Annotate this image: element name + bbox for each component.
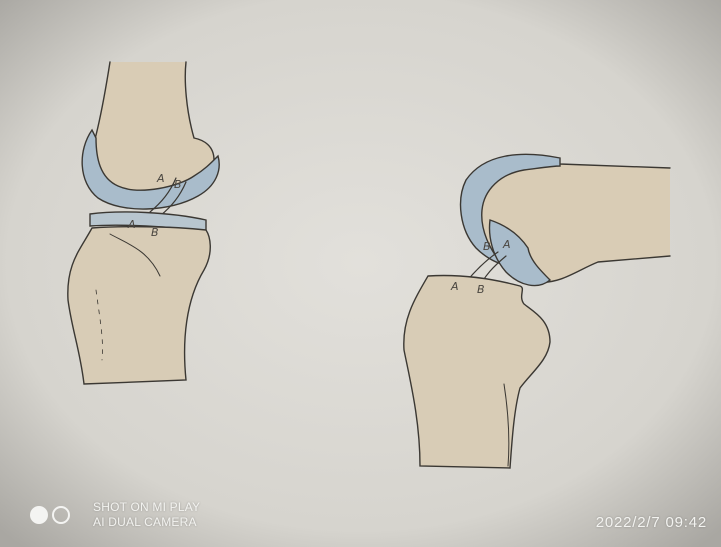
camera-watermark-text: SHOT ON MI PLAY AI DUAL CAMERA bbox=[93, 500, 200, 530]
left-label-tibia-a: A bbox=[127, 218, 136, 231]
watermark-line-1: SHOT ON MI PLAY bbox=[93, 500, 200, 515]
right-label-femur-b: B bbox=[483, 240, 491, 253]
ring-circle-icon bbox=[52, 506, 70, 524]
watermark-line-2: AI DUAL CAMERA bbox=[93, 515, 200, 530]
filled-circle-icon bbox=[30, 506, 48, 524]
right-label-tibia-a: A bbox=[450, 280, 459, 293]
left-label-tibia-b: B bbox=[151, 226, 159, 239]
camera-logo-icon bbox=[30, 506, 70, 524]
right-label-femur-a: A bbox=[502, 238, 511, 251]
left-label-femur-b: B bbox=[174, 178, 182, 191]
watermark-datetime: 2022/2/7 09:42 bbox=[596, 514, 707, 531]
left-label-femur-a: A bbox=[156, 172, 165, 185]
right-label-tibia-b: B bbox=[477, 283, 485, 296]
